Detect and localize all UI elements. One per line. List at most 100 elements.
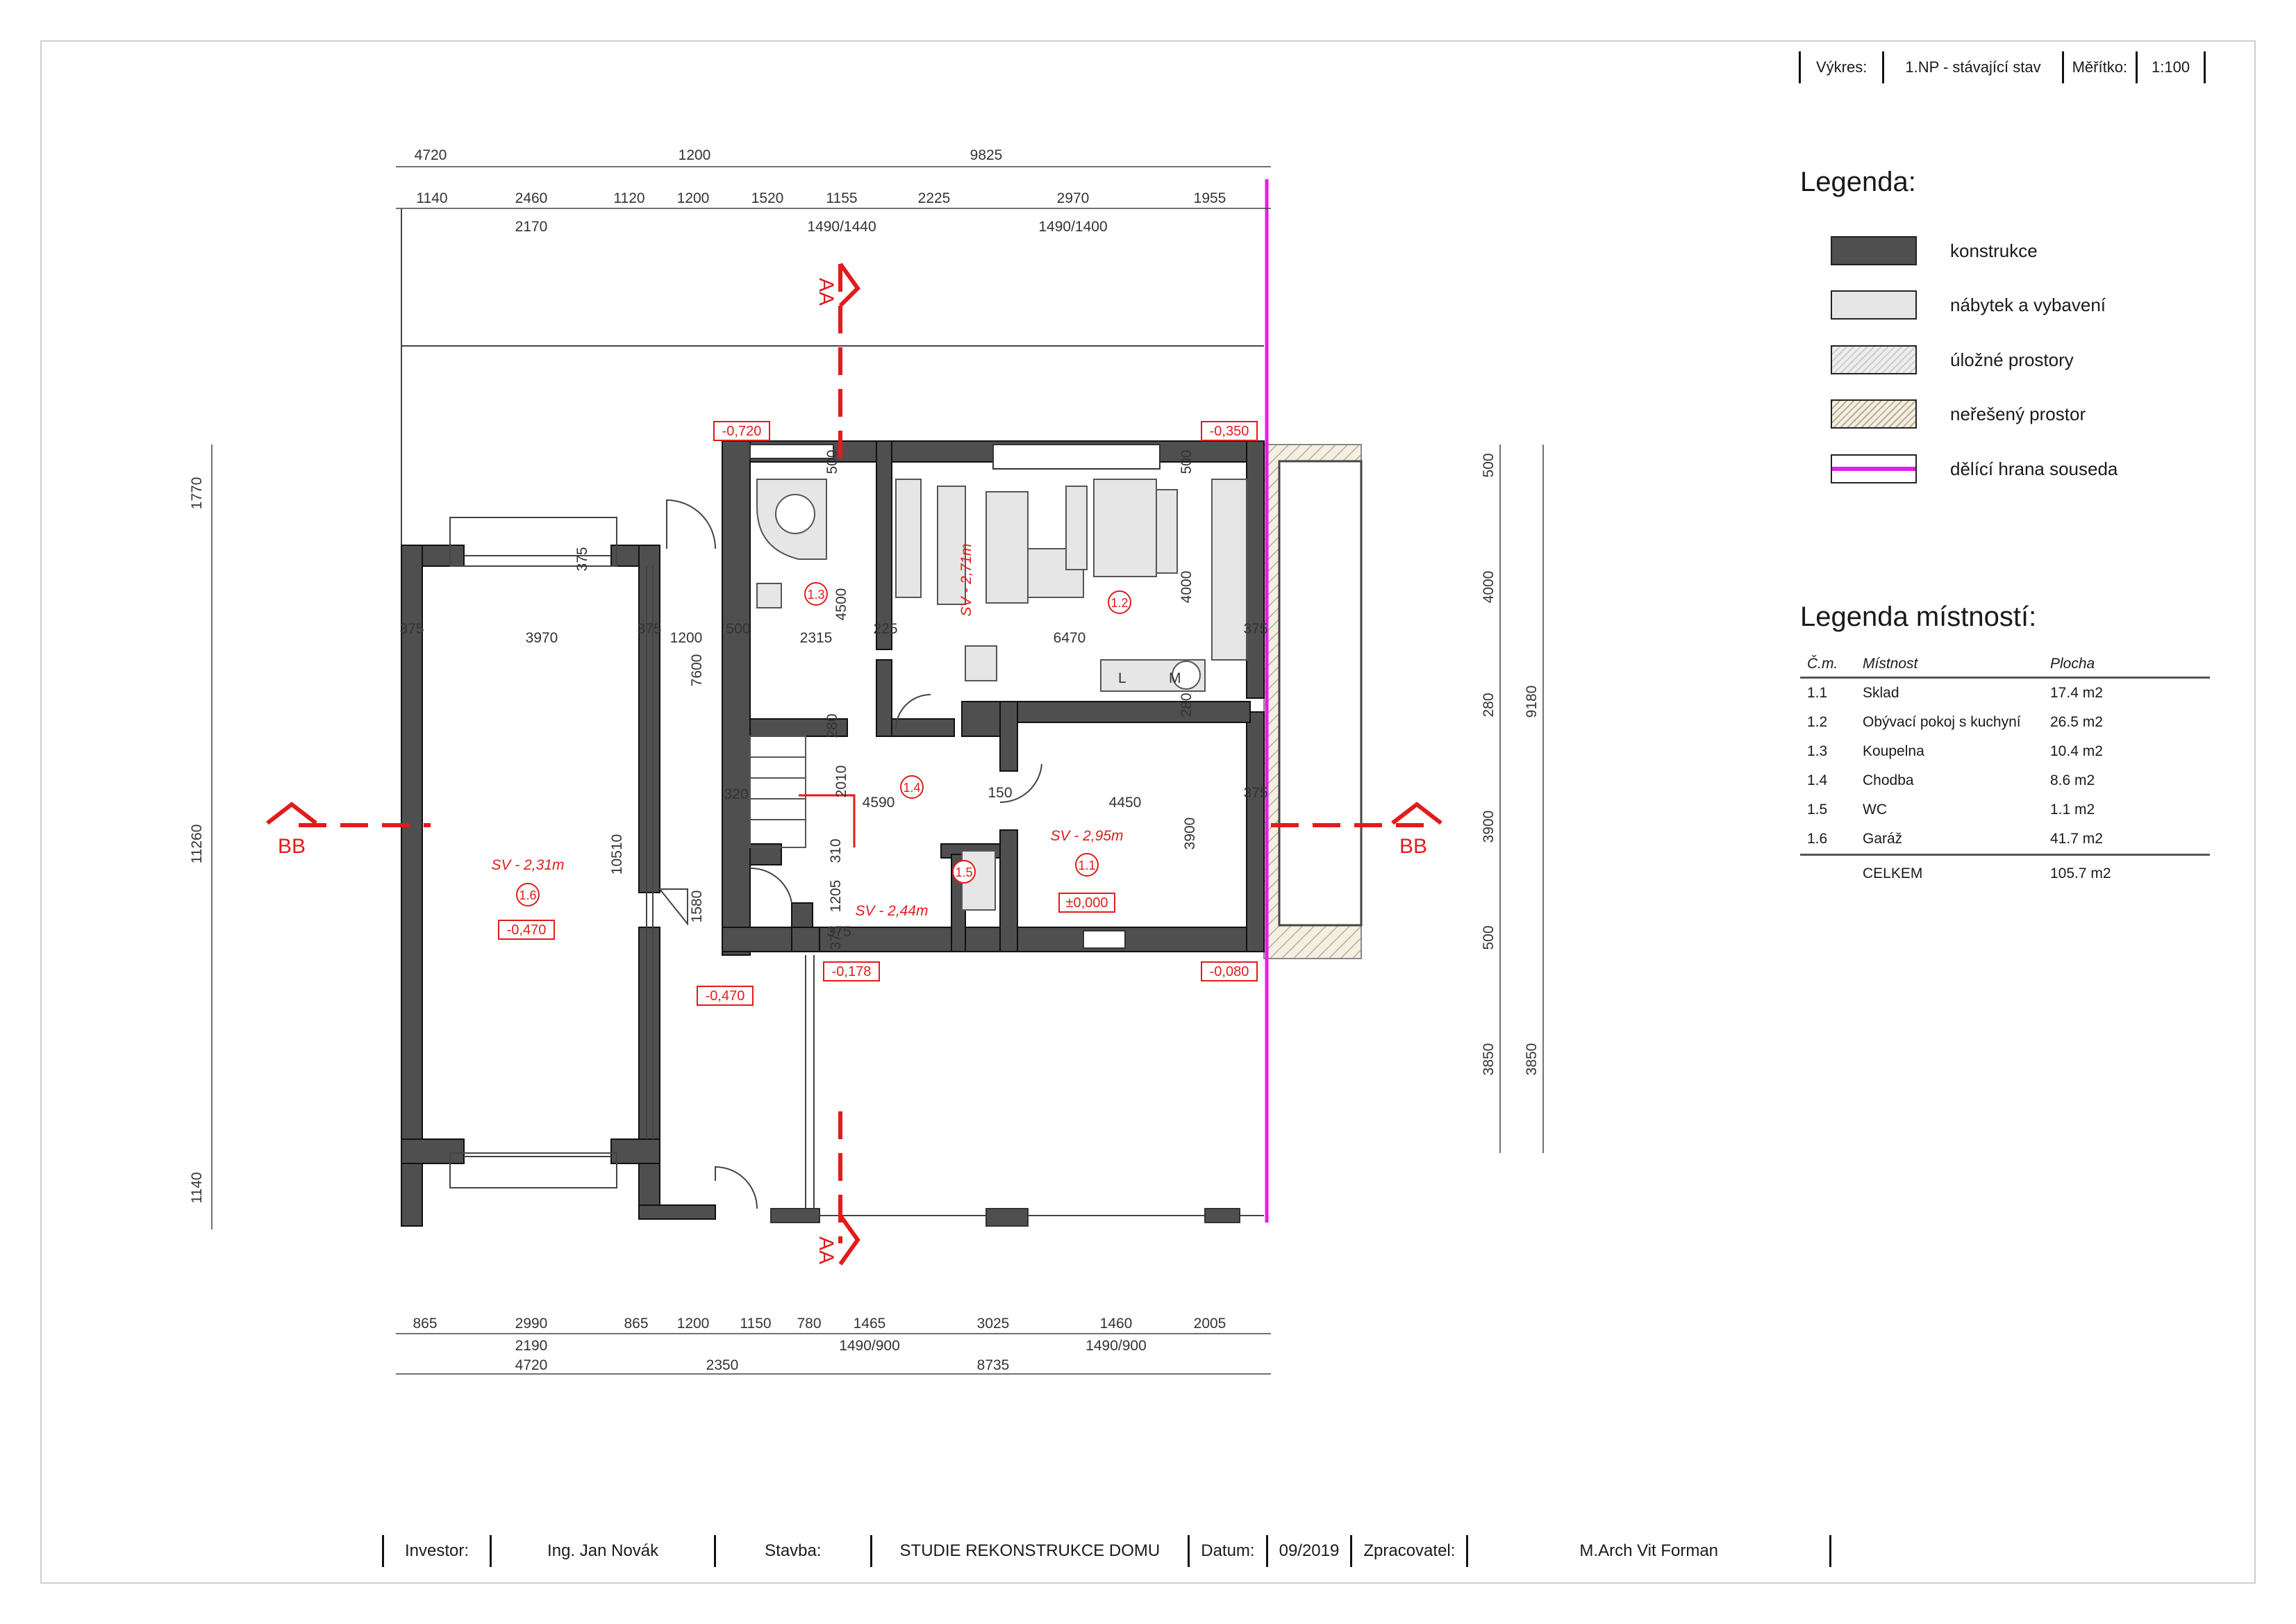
dimension-label-bottom: 1150 <box>740 1316 771 1332</box>
stavba-value: STUDIE REKONSTRUKCE DOMU <box>899 1541 1161 1560</box>
title-block-footer: Investor: Ing. Jan Novák Stavba: STUDIE … <box>382 1535 1832 1567</box>
section-cut-bb: BB BB <box>266 802 1442 858</box>
level-marker: ±0,000 <box>1065 895 1108 911</box>
room-area: 10.4 m2 <box>2050 743 2103 759</box>
level-marker: -0,178 <box>832 964 872 979</box>
dimension-label-bottom: 3025 <box>977 1316 1010 1332</box>
dimension-label-right: 9180 <box>1524 686 1540 718</box>
room-tag-circle <box>952 860 976 884</box>
room-tag-number: 1.4 <box>903 781 920 795</box>
dimension-label-bottom: 4720 <box>515 1357 548 1373</box>
interior-dimension-label: 375 <box>828 925 844 950</box>
level-marker: -0,720 <box>722 424 762 439</box>
col-header-room: Místnost <box>1856 652 2043 679</box>
interior-dimension-label: 280 <box>824 713 840 738</box>
dimension-label-bottom: 8735 <box>977 1357 1010 1373</box>
drawing-label: Výkres: <box>1816 58 1867 76</box>
room-legend-title: Legenda místností: <box>1800 602 2037 632</box>
room-tag-circle <box>900 775 924 799</box>
room-tag-number: 1.2 <box>1110 596 1128 610</box>
section-label-bb: BB <box>1399 835 1427 858</box>
dimension-label-bottom: 2350 <box>706 1357 739 1373</box>
footer-separator <box>1350 1535 1353 1567</box>
interior-dimension-label: 6470 <box>1054 630 1086 646</box>
datum-label: Datum: <box>1201 1541 1255 1560</box>
interior-dimension-label: 500 <box>824 449 840 474</box>
dimension-label-top: 1955 <box>1194 190 1226 206</box>
legend-title: Legenda: <box>1800 167 1916 197</box>
footer-separator <box>1829 1535 1832 1567</box>
dimension-label-right: 3850 <box>1524 1043 1540 1076</box>
scale-value: 1:100 <box>2152 58 2190 76</box>
interior-dimension-label: 225 <box>873 621 897 637</box>
room-name: Sklad <box>1863 685 1899 701</box>
dimension-label-right: 500 <box>1481 925 1497 950</box>
header-separator <box>2136 51 2138 83</box>
interior-dimension-label: 1200 <box>670 630 703 646</box>
room-name: WC <box>1863 802 1887 818</box>
section-cut-aa: AA AA <box>815 263 860 1266</box>
dimension-label-left: 1140 <box>189 1172 205 1203</box>
level-marker-box <box>697 986 754 1006</box>
interior-dimension-label: 7600 <box>689 654 705 687</box>
dimension-label-bottom: 780 <box>797 1316 821 1332</box>
room-legend-header-row: Č.m. Místnost Plocha <box>1800 652 2210 679</box>
footer-separator <box>1188 1535 1190 1567</box>
legend-label: neřešený prostor <box>1950 403 2086 424</box>
footer-separator <box>490 1535 492 1567</box>
footer-separator <box>870 1535 872 1567</box>
room-tag-number: 1.1 <box>1078 859 1095 872</box>
legend-swatch <box>1831 345 1917 374</box>
dimension-label-top: 1140 <box>416 190 447 206</box>
dimension-label-top: 2225 <box>918 190 951 206</box>
dimension-label-bottom: 1490/900 <box>1085 1338 1147 1354</box>
site-lines <box>401 208 1264 1216</box>
level-marker: -0,470 <box>706 988 745 1004</box>
interior-dimension-label: 3900 <box>1182 818 1198 850</box>
dimension-label-bottom: 1490/900 <box>839 1338 900 1354</box>
staircase <box>749 736 856 848</box>
header-separator <box>1882 51 1885 83</box>
footer-separator <box>382 1535 384 1567</box>
windows <box>749 444 1240 1227</box>
dimension-label-top: 1490/1440 <box>807 219 876 235</box>
dimension-label-bottom: 2990 <box>515 1316 548 1332</box>
dimension-lines <box>211 166 1544 1375</box>
level-marker-box <box>713 421 770 441</box>
appliance-label: L <box>1118 670 1126 686</box>
legend-label: dělící hrana souseda <box>1950 458 2118 479</box>
room-name: Koupelna <box>1863 743 1924 759</box>
level-marker: -0,470 <box>507 922 547 938</box>
room-number: 1.4 <box>1807 772 1828 788</box>
room-tag-circle <box>1075 853 1099 877</box>
legend-item-nabytek: nábytek a vybavení <box>1831 290 2106 320</box>
dimension-label-bottom: 865 <box>624 1316 648 1332</box>
dimension-label-left: 11260 <box>189 825 205 864</box>
interior-dimension-label: 500 <box>726 621 750 637</box>
door-swings <box>666 499 1042 1209</box>
dimension-label-top: 2460 <box>515 190 548 206</box>
legend-swatch <box>1831 399 1917 429</box>
level-marker-box <box>498 920 555 940</box>
dimension-label-top: 1120 <box>613 190 644 206</box>
neighbor-unresolved-space <box>1263 444 1363 959</box>
room-area: 26.5 m2 <box>2050 714 2103 730</box>
dimension-label-top: 2170 <box>515 219 548 235</box>
dimension-label-right: 280 <box>1481 693 1497 717</box>
col-header-area: Plocha <box>2043 652 2210 679</box>
dimension-label-top: 4720 <box>415 147 447 163</box>
interior-dimension-label: 280 <box>1179 693 1195 717</box>
room-number: 1.1 <box>1807 685 1828 701</box>
dimension-label-right: 3900 <box>1481 811 1497 843</box>
dimension-label-bottom: 2005 <box>1194 1316 1226 1332</box>
level-marker-box <box>1201 961 1258 981</box>
garage-openings <box>449 517 688 1188</box>
total-spacer <box>1800 854 1856 888</box>
interior-dimension-label: 2010 <box>833 765 849 798</box>
legend-label: úložné prostory <box>1950 349 2074 370</box>
